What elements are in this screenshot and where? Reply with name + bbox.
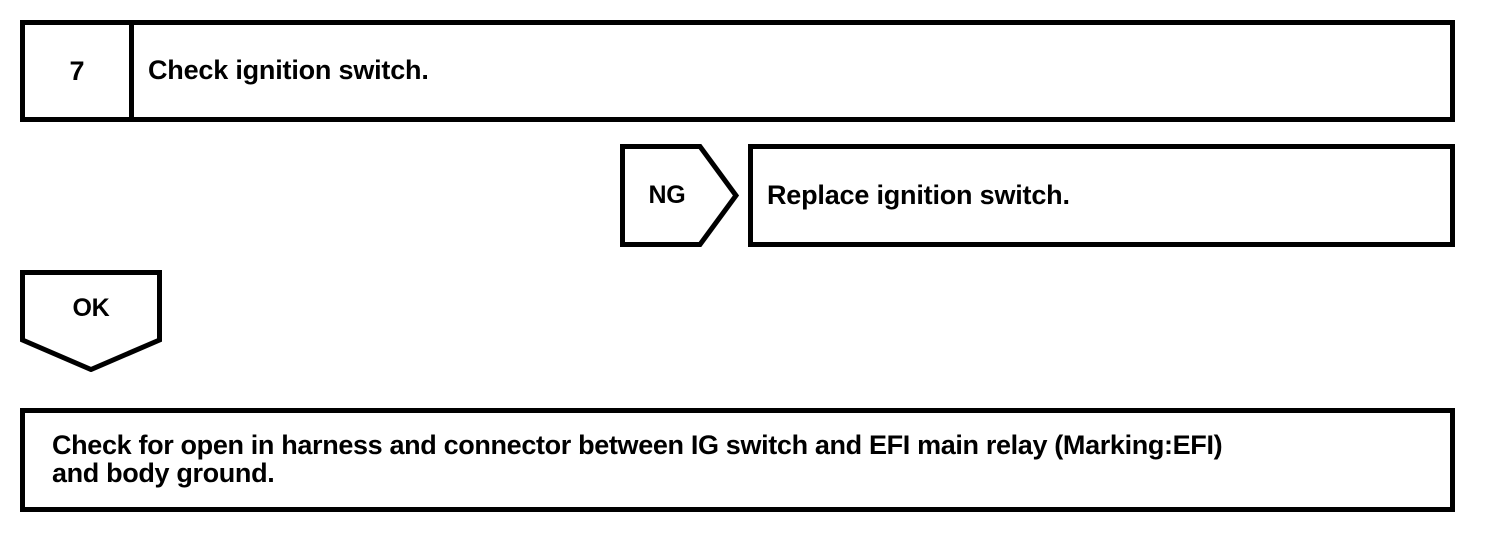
ng-result-text: Replace ignition switch. xyxy=(767,179,1070,210)
step-number: 7 xyxy=(69,55,85,86)
next-step-box: Check for open in harness and connector … xyxy=(20,408,1455,512)
ok-branch-tag: OK xyxy=(20,270,162,372)
step-number-cell: 7 xyxy=(25,25,134,117)
pentagon-down-icon xyxy=(20,270,162,372)
next-step-text: Check for open in harness and connector … xyxy=(52,430,1223,488)
ng-branch-row: NG Replace ignition switch. xyxy=(620,144,1455,247)
step-row: 7 Check ignition switch. xyxy=(20,20,1455,122)
step-instruction-cell: Check ignition switch. xyxy=(134,25,1450,117)
pentagon-right-icon xyxy=(620,144,739,247)
step-instruction-text: Check ignition switch. xyxy=(148,55,429,86)
next-step-line-2: and body ground. xyxy=(52,458,275,488)
ok-branch-label: OK xyxy=(72,293,110,322)
ng-result-box: Replace ignition switch. xyxy=(748,144,1455,247)
ng-branch-tag: NG xyxy=(620,144,739,247)
next-step-line-1: Check for open in harness and connector … xyxy=(52,430,1223,461)
ng-branch-label: NG xyxy=(648,181,686,209)
